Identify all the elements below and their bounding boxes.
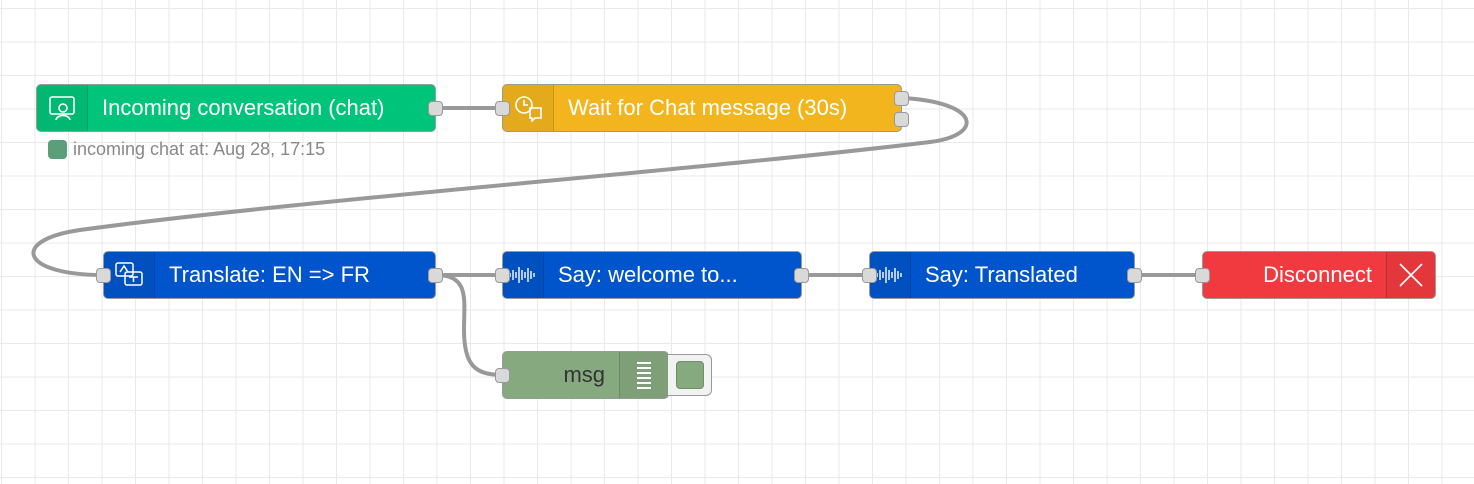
debug-toggle-indicator [675, 361, 704, 389]
node-label: Translate: EN => FR [169, 262, 370, 287]
output-port[interactable] [428, 101, 443, 116]
say-translated-node[interactable]: Say: Translated [862, 251, 1142, 299]
input-port[interactable] [495, 268, 510, 283]
output-port-2[interactable] [894, 112, 909, 127]
node-label: Wait for Chat message (30s) [568, 95, 848, 120]
status-dot [48, 140, 67, 159]
waveform-icon [870, 252, 911, 298]
list-icon [619, 352, 668, 398]
wire-translate-debug [434, 273, 504, 377]
node-status: incoming chat at: Aug 28, 17:15 [48, 139, 325, 160]
input-port[interactable] [862, 268, 877, 283]
input-port[interactable] [495, 101, 510, 116]
input-port[interactable] [96, 268, 111, 283]
input-port[interactable] [1195, 268, 1210, 283]
disconnect-node[interactable]: Disconnect [1195, 251, 1436, 299]
clock-chat-icon [503, 85, 554, 131]
debug-toggle-button[interactable] [668, 354, 712, 396]
node-label: Say: Translated [925, 262, 1078, 287]
status-text: incoming chat at: Aug 28, 17:15 [73, 139, 326, 159]
output-port[interactable] [1127, 268, 1142, 283]
output-port[interactable] [428, 268, 443, 283]
output-port[interactable] [794, 268, 809, 283]
chat-user-icon [37, 85, 88, 131]
translate-node[interactable]: Translate: EN => FR [96, 251, 443, 299]
node-label: Say: welcome to... [558, 262, 738, 287]
close-icon [1386, 252, 1435, 298]
waveform-icon [503, 252, 544, 298]
debug-msg-node[interactable]: msg [495, 351, 669, 399]
node-label: msg [563, 362, 605, 387]
translate-icon [104, 252, 155, 298]
wire-wait-translate [31, 96, 969, 277]
output-port-1[interactable] [894, 91, 909, 106]
input-port[interactable] [495, 368, 510, 383]
say-welcome-node[interactable]: Say: welcome to... [495, 251, 809, 299]
incoming-conversation-node[interactable]: Incoming conversation (chat) [36, 84, 443, 132]
node-label: Incoming conversation (chat) [102, 95, 385, 120]
wait-for-chat-node[interactable]: Wait for Chat message (30s) [495, 84, 909, 132]
node-label: Disconnect [1263, 262, 1372, 287]
